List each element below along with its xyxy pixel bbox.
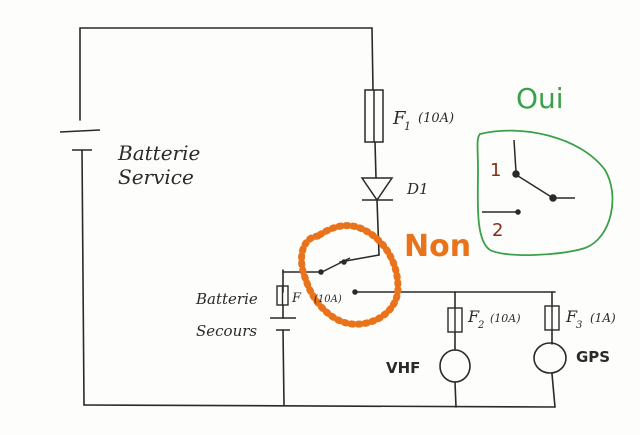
left-wire-lower bbox=[81, 149, 85, 406]
fuse-f3-symbol bbox=[544, 305, 560, 331]
load-labels: VHF GPS bbox=[386, 348, 610, 377]
backup-wire-down bbox=[282, 329, 285, 406]
f-backup-label: F bbox=[291, 291, 302, 306]
f2-subscript: 2 bbox=[477, 320, 484, 331]
f3-subscript: 3 bbox=[576, 320, 582, 331]
gps-wire-bottom bbox=[551, 373, 556, 408]
battery-backup-label-line1: Batterie bbox=[195, 290, 258, 308]
f1-label: F bbox=[392, 108, 407, 129]
fuse-f1-symbol bbox=[364, 89, 384, 143]
vhf-load-symbol bbox=[439, 349, 471, 383]
f1-wire-bottom bbox=[374, 141, 377, 179]
switch-top-contact-wire bbox=[339, 254, 380, 263]
diode-d1-symbol bbox=[360, 177, 394, 202]
battery-service-label-line2: Service bbox=[118, 165, 194, 189]
f3-rating: (1A) bbox=[590, 311, 616, 325]
fuse-f2-symbol bbox=[447, 307, 463, 333]
fuse-backup-symbol bbox=[276, 285, 289, 306]
gps-label: GPS bbox=[576, 348, 610, 366]
battery-backup-symbol bbox=[270, 317, 296, 331]
non-label: Non bbox=[404, 229, 471, 264]
switch-position-1-label: 1 bbox=[490, 160, 501, 181]
battery-service-label-line1: Batterie bbox=[117, 141, 200, 165]
f-backup-rating: (10A) bbox=[314, 294, 342, 305]
switch-position-2-label: 2 bbox=[492, 220, 503, 241]
f3-label: F bbox=[565, 307, 578, 326]
oui-label: Oui bbox=[516, 82, 564, 115]
vhf-wire-bottom bbox=[454, 381, 457, 408]
switch-oui-symbol bbox=[482, 139, 575, 215]
battery-backup-label-line2: Secours bbox=[196, 322, 257, 340]
non-highlight-circle-outline bbox=[300, 224, 400, 326]
gps-load-symbol bbox=[533, 342, 567, 374]
f2-rating: (10A) bbox=[490, 312, 521, 325]
d1-label: D1 bbox=[406, 180, 429, 198]
oui-highlight-region bbox=[476, 129, 614, 256]
switch-non-symbol bbox=[318, 257, 358, 295]
f1-wire-top bbox=[371, 27, 374, 91]
labels: Batterie Service Batterie Secours F 1 (1… bbox=[117, 108, 616, 340]
wiring bbox=[79, 27, 556, 408]
battery-service-symbol bbox=[59, 129, 101, 151]
non-highlight-circle bbox=[298, 222, 402, 328]
d1-wire-down bbox=[376, 199, 380, 256]
f1-subscript: 1 bbox=[404, 120, 411, 133]
bottom-wire bbox=[83, 404, 556, 408]
f1-rating: (10A) bbox=[418, 111, 454, 126]
annotation-labels: Non Oui 1 2 bbox=[404, 82, 564, 264]
vhf-label: VHF bbox=[386, 359, 420, 377]
f2-label: F bbox=[467, 307, 480, 326]
